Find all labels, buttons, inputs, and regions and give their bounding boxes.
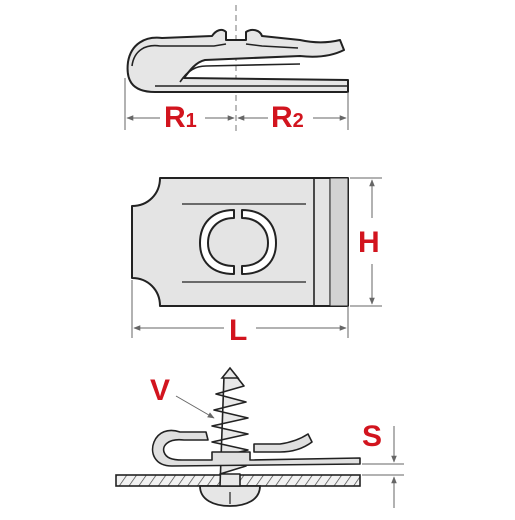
screw — [199, 366, 261, 507]
clip-section — [151, 429, 361, 467]
fold-strip — [329, 177, 349, 307]
clip-side-view: R1 R2 — [124, 5, 349, 134]
assembly-section-view: V S — [115, 366, 404, 508]
nut-hole-left — [199, 209, 235, 275]
v-leader-line — [175, 395, 215, 419]
label-l: L — [229, 314, 247, 347]
label-r1: R1 — [164, 101, 197, 134]
label-s: S — [362, 420, 382, 453]
clip-inner-fold — [131, 43, 301, 83]
nut-hole-right — [241, 209, 277, 275]
clip-plan-view: H L — [131, 177, 382, 347]
label-h: H — [358, 226, 380, 259]
screw-shank — [211, 375, 249, 487]
label-v: V — [150, 374, 170, 407]
screw-tip — [220, 366, 240, 379]
plate-outline — [131, 177, 349, 307]
label-r2: R2 — [271, 101, 304, 134]
clip-body — [126, 28, 349, 93]
